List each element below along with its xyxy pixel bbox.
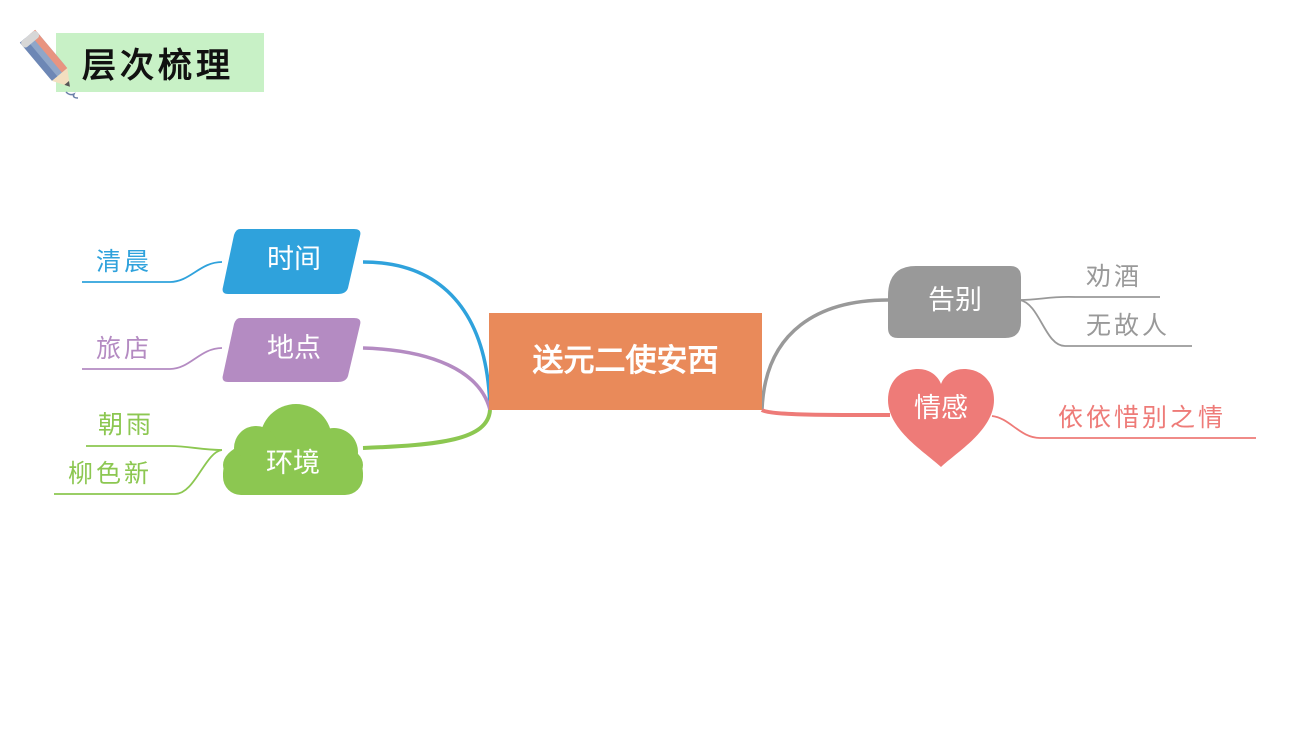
- leaf-line-toast: [1019, 295, 1160, 301]
- node-shape-emotion: [888, 369, 994, 467]
- title-banner: [56, 33, 264, 92]
- leaf-willow-new[interactable]: 柳色新: [68, 459, 153, 488]
- branch-node-farewell[interactable]: 告别: [928, 285, 982, 316]
- node-shape-env: [223, 404, 363, 495]
- page-title: 层次梳理: [82, 46, 234, 86]
- connector-emotion: [760, 408, 891, 418]
- leaf-farewell-feeling[interactable]: 依依惜别之情: [1058, 403, 1227, 432]
- branch-node-emotion[interactable]: 情感: [914, 393, 968, 424]
- leaf-line-rain: [86, 445, 223, 451]
- connector-farewell: [760, 298, 889, 411]
- leaf-morning[interactable]: 清晨: [96, 247, 153, 276]
- leaf-line-inn: [82, 347, 223, 370]
- leaf-no-old-friends[interactable]: 无故人: [1086, 311, 1171, 340]
- leaf-inn[interactable]: 旅店: [96, 334, 153, 363]
- leaf-line-morning: [82, 261, 223, 283]
- leaf-line-willow: [54, 449, 223, 495]
- leaf-morning-rain[interactable]: 朝雨: [98, 410, 155, 439]
- node-shape-farewell: [888, 266, 1021, 338]
- leaf-toast-wine[interactable]: 劝酒: [1086, 262, 1143, 291]
- branch-node-place[interactable]: 地点: [267, 333, 321, 364]
- pencil-icon: [19, 29, 79, 99]
- connector-place: [362, 346, 492, 411]
- branch-node-time[interactable]: 时间: [267, 244, 321, 275]
- center-node[interactable]: [489, 313, 762, 410]
- connector-time: [362, 260, 492, 411]
- node-shape-time: [222, 229, 361, 294]
- leaf-line-emotion: [991, 415, 1256, 439]
- center-node-label: 送元二使安西: [532, 343, 719, 379]
- connector-env: [362, 409, 492, 450]
- branch-node-environment[interactable]: 环境: [266, 448, 320, 479]
- node-shape-place: [222, 318, 361, 382]
- leaf-line-nofriend: [1019, 299, 1192, 347]
